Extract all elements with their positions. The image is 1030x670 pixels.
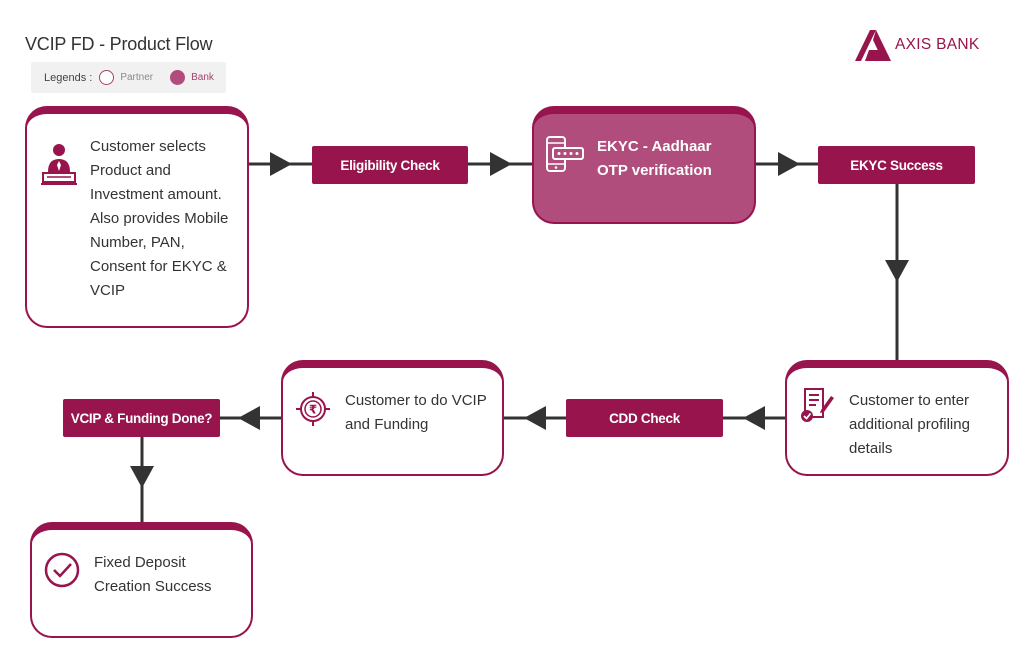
axis-logo-icon — [855, 30, 891, 61]
profiling-text: Customer to enter additional profiling d… — [849, 392, 970, 457]
svg-text:₹: ₹ — [309, 403, 317, 417]
customer-selects-text: Customer selects Product and Investment … — [90, 138, 229, 299]
legend: Legends : Partner Bank — [31, 62, 226, 93]
vcip-funding-done-step: VCIP & Funding Done? — [63, 399, 220, 437]
fd-success-card: Fixed Deposit Creation Success — [30, 522, 253, 638]
check-circle-icon — [44, 552, 80, 593]
fd-success-text: Fixed Deposit Creation Success — [94, 554, 212, 595]
bank-swatch — [170, 70, 186, 85]
vcip-funding-text: Customer to do VCIP and Funding — [345, 392, 487, 433]
arrow-4 — [885, 260, 909, 282]
arrow-3 — [778, 152, 800, 176]
arrow-8 — [130, 466, 154, 488]
ekyc-otp-card: EKYC - Aadhaar OTP verification — [532, 106, 756, 224]
legend-partner: Partner — [120, 72, 154, 83]
form-edit-icon — [800, 386, 836, 429]
legend-bank: Bank — [191, 72, 214, 83]
arrow-5 — [743, 406, 765, 430]
customer-selects-card: Customer selects Product and Investment … — [25, 106, 249, 328]
rupee-target-icon: ₹ — [295, 391, 331, 432]
profiling-card: Customer to enter additional profiling d… — [785, 360, 1009, 476]
eligibility-check-step: Eligibility Check — [312, 146, 468, 184]
logo-text: AXIS BANK — [895, 36, 980, 53]
customer-desk-icon — [40, 142, 78, 193]
arrow-2 — [490, 152, 512, 176]
legend-label: Legends : — [44, 71, 93, 84]
arrow-1 — [270, 152, 292, 176]
cdd-check-step: CDD Check — [566, 399, 723, 437]
axis-bank-logo: AXIS BANK — [855, 28, 980, 62]
ekyc-success-step: EKYC Success — [818, 146, 975, 184]
ekyc-otp-text: EKYC - Aadhaar OTP verification — [597, 138, 712, 179]
page-title: VCIP FD - Product Flow — [25, 34, 213, 54]
arrow-7 — [238, 406, 260, 430]
partner-swatch — [99, 70, 115, 85]
vcip-funding-card: ₹ Customer to do VCIP and Funding — [281, 360, 504, 476]
arrow-6 — [524, 406, 546, 430]
phone-otp-icon — [545, 136, 585, 179]
